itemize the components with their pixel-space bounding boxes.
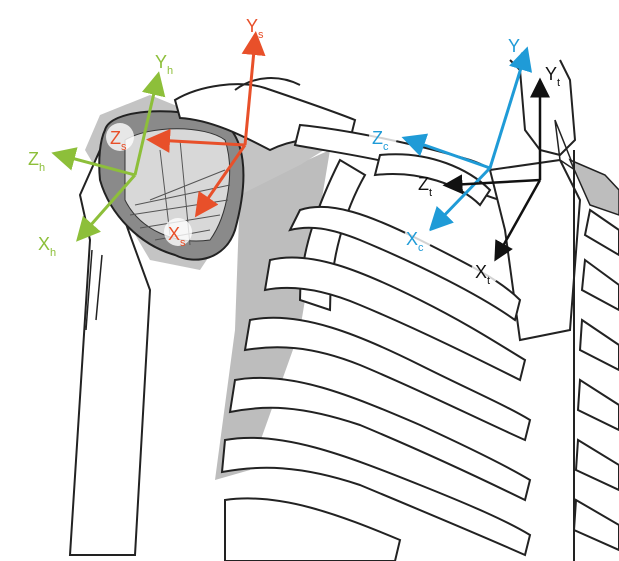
label-yc: Yc: [508, 36, 526, 61]
clavicle-y-axis: [490, 55, 525, 168]
label-yt: Yt: [545, 64, 560, 89]
label-zh: Zh: [28, 149, 45, 174]
label-yh: Yh: [155, 52, 173, 77]
label-ys: Ys: [246, 16, 264, 41]
